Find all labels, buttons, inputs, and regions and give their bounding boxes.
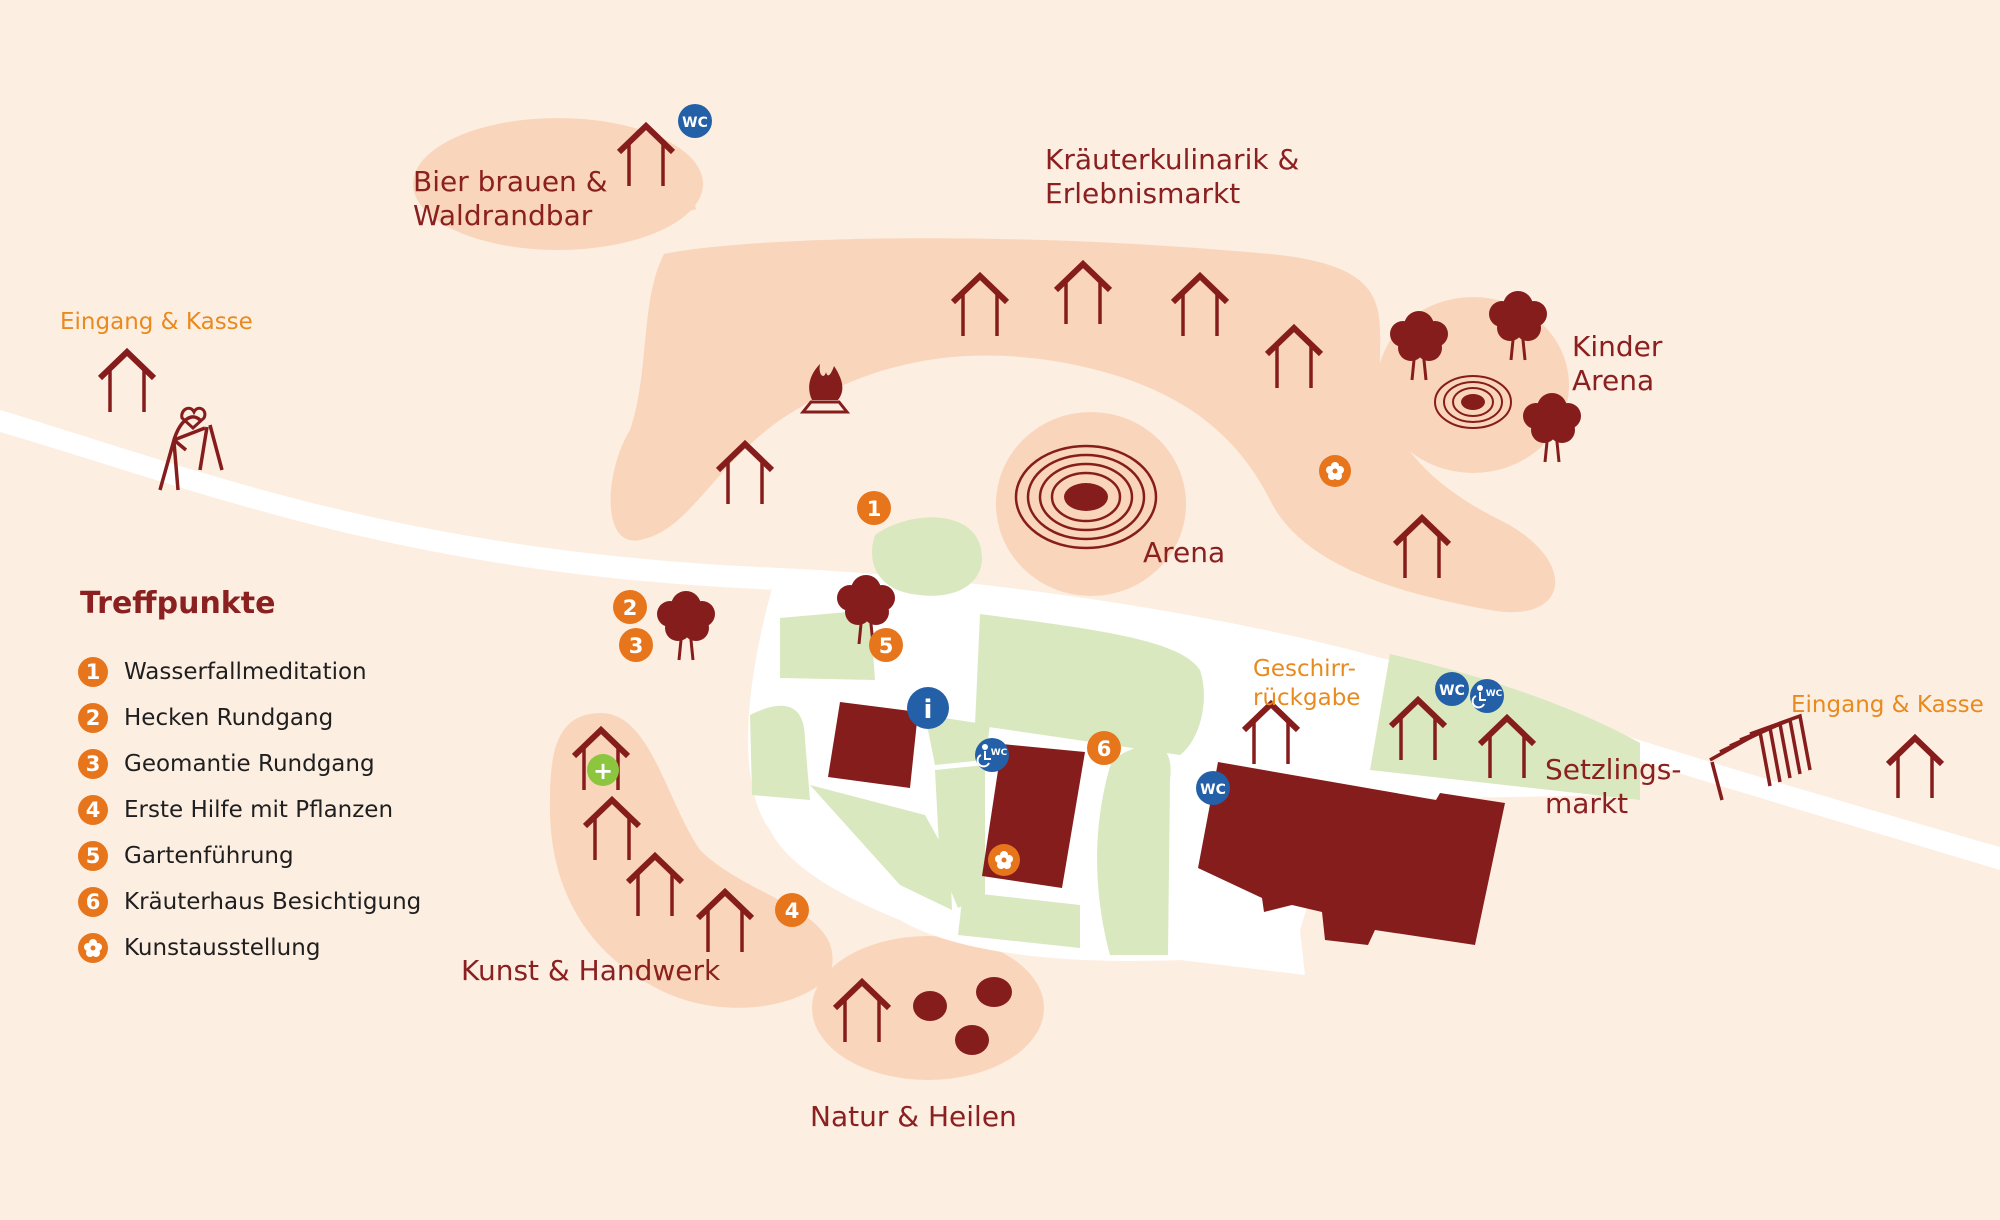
meeting-point-number: 4 (785, 899, 800, 923)
tree-icon (655, 589, 717, 662)
wc-text: WC (682, 115, 708, 131)
legend: Treffpunkte 1 Wasserfallmeditation 2 Hec… (78, 586, 421, 971)
meeting-point-6: 6 (1087, 731, 1121, 765)
meeting-point-number: 3 (629, 634, 644, 658)
info-text: i (924, 695, 933, 725)
tent-icon (1888, 738, 1942, 798)
garden-2 (780, 610, 875, 680)
first-aid-text: + (593, 757, 613, 785)
label-kraeuterkulinarik: Kräuterkulinarik & Erlebnismarkt (1045, 143, 1300, 210)
label-arena: Arena (1143, 536, 1226, 569)
wc-icon: WC (1196, 771, 1230, 805)
wc-badges: WC WC WC WC WC (678, 104, 1504, 805)
meeting-point-3: 3 (619, 628, 653, 662)
wc-icon: WC (1435, 672, 1469, 706)
heart-sculpture-icon (158, 406, 224, 491)
legend-label: Geomantie Rundgang (124, 751, 375, 777)
meeting-point-4: 4 (775, 893, 809, 927)
legend-label: Kunstausstellung (124, 935, 321, 961)
meeting-point-badges: 1 2 3 4 5 6 (613, 491, 1121, 927)
tent-icon (100, 352, 154, 412)
legend-item: 6 Kräuterhaus Besichtigung (78, 879, 421, 925)
meeting-point-number: 2 (623, 596, 638, 620)
stone-icon (913, 991, 947, 1021)
legend-label: Hecken Rundgang (124, 705, 334, 731)
stone-icons (913, 977, 1012, 1055)
wc-text: WC (1486, 689, 1503, 699)
garden-4 (750, 705, 810, 800)
first-aid-icon: + (587, 754, 619, 786)
fire-icon (799, 364, 851, 414)
meeting-point-1: 1 (857, 491, 891, 525)
legend-badge: 1 (78, 657, 108, 687)
label-kinder-arena: Kinder Arena (1572, 330, 1663, 397)
legend-badge: 6 (78, 887, 108, 917)
wc-text: WC (991, 748, 1008, 758)
legend-item: 1 Wasserfallmeditation (78, 649, 421, 695)
legend-item: Kunstausstellung (78, 925, 421, 971)
label-entrance-east: Eingang & Kasse (1791, 692, 1984, 718)
info-icon: i (907, 687, 949, 729)
area-kraeuterkulinarik (610, 238, 1556, 613)
legend-item: 3 Geomantie Rundgang (78, 741, 421, 787)
label-bier: Bier brauen & Waldrandbar (413, 165, 608, 232)
garden-6 (925, 715, 990, 765)
meeting-point-2: 2 (613, 590, 647, 624)
legend-label: Kräuterhaus Besichtigung (124, 889, 422, 915)
legend-label: Wasserfallmeditation (124, 659, 367, 685)
garden-8 (1097, 744, 1171, 955)
legend-badge: 2 (78, 703, 108, 733)
legend-item: 2 Hecken Rundgang (78, 695, 421, 741)
legend-badge: 3 (78, 749, 108, 779)
legend-item: 5 Gartenführung (78, 833, 421, 879)
label-natur-heilen: Natur & Heilen (810, 1100, 1017, 1133)
label-geschirr: Geschirr- rückgabe (1253, 656, 1361, 711)
legend-badge: 5 (78, 841, 108, 871)
garden-5 (810, 785, 952, 910)
legend-item: 4 Erste Hilfe mit Pflanzen (78, 787, 421, 833)
meeting-point-5: 5 (869, 628, 903, 662)
wc-text: WC (1200, 782, 1226, 798)
legend-title: Treffpunkte (80, 586, 276, 621)
stone-icon (955, 1025, 989, 1055)
arena-rings (1014, 444, 1158, 550)
label-setzlingsmarkt: Setzlings- markt (1545, 753, 1682, 820)
label-entrance-west: Eingang & Kasse (60, 309, 253, 335)
garden-7 (935, 765, 985, 908)
meeting-point-number: 1 (867, 497, 882, 521)
legend-badge: 4 (78, 795, 108, 825)
area-kunst (549, 712, 833, 1008)
legend-label: Erste Hilfe mit Pflanzen (124, 797, 394, 823)
label-kunst-handwerk: Kunst & Handwerk (461, 954, 721, 987)
wc-text: WC (1439, 683, 1465, 699)
garden-9 (958, 892, 1080, 948)
gate-icon (1709, 713, 1812, 801)
kinder-arena-rings (1434, 375, 1512, 429)
meeting-point-number: 5 (879, 634, 894, 658)
building-3 (1198, 762, 1505, 945)
building-1 (828, 702, 918, 788)
accessible-wc-icon: WC (1470, 679, 1504, 713)
meeting-point-number: 6 (1097, 737, 1112, 761)
flower-icon (1319, 455, 1351, 487)
wc-icon: WC (678, 104, 712, 138)
stone-icon (976, 977, 1012, 1007)
accessible-wc-icon: WC (975, 738, 1009, 772)
garden-1 (872, 517, 982, 596)
garden-3 (975, 614, 1204, 755)
flower-icon (988, 844, 1020, 876)
flower-icon (78, 933, 108, 963)
legend-label: Gartenführung (124, 843, 294, 869)
